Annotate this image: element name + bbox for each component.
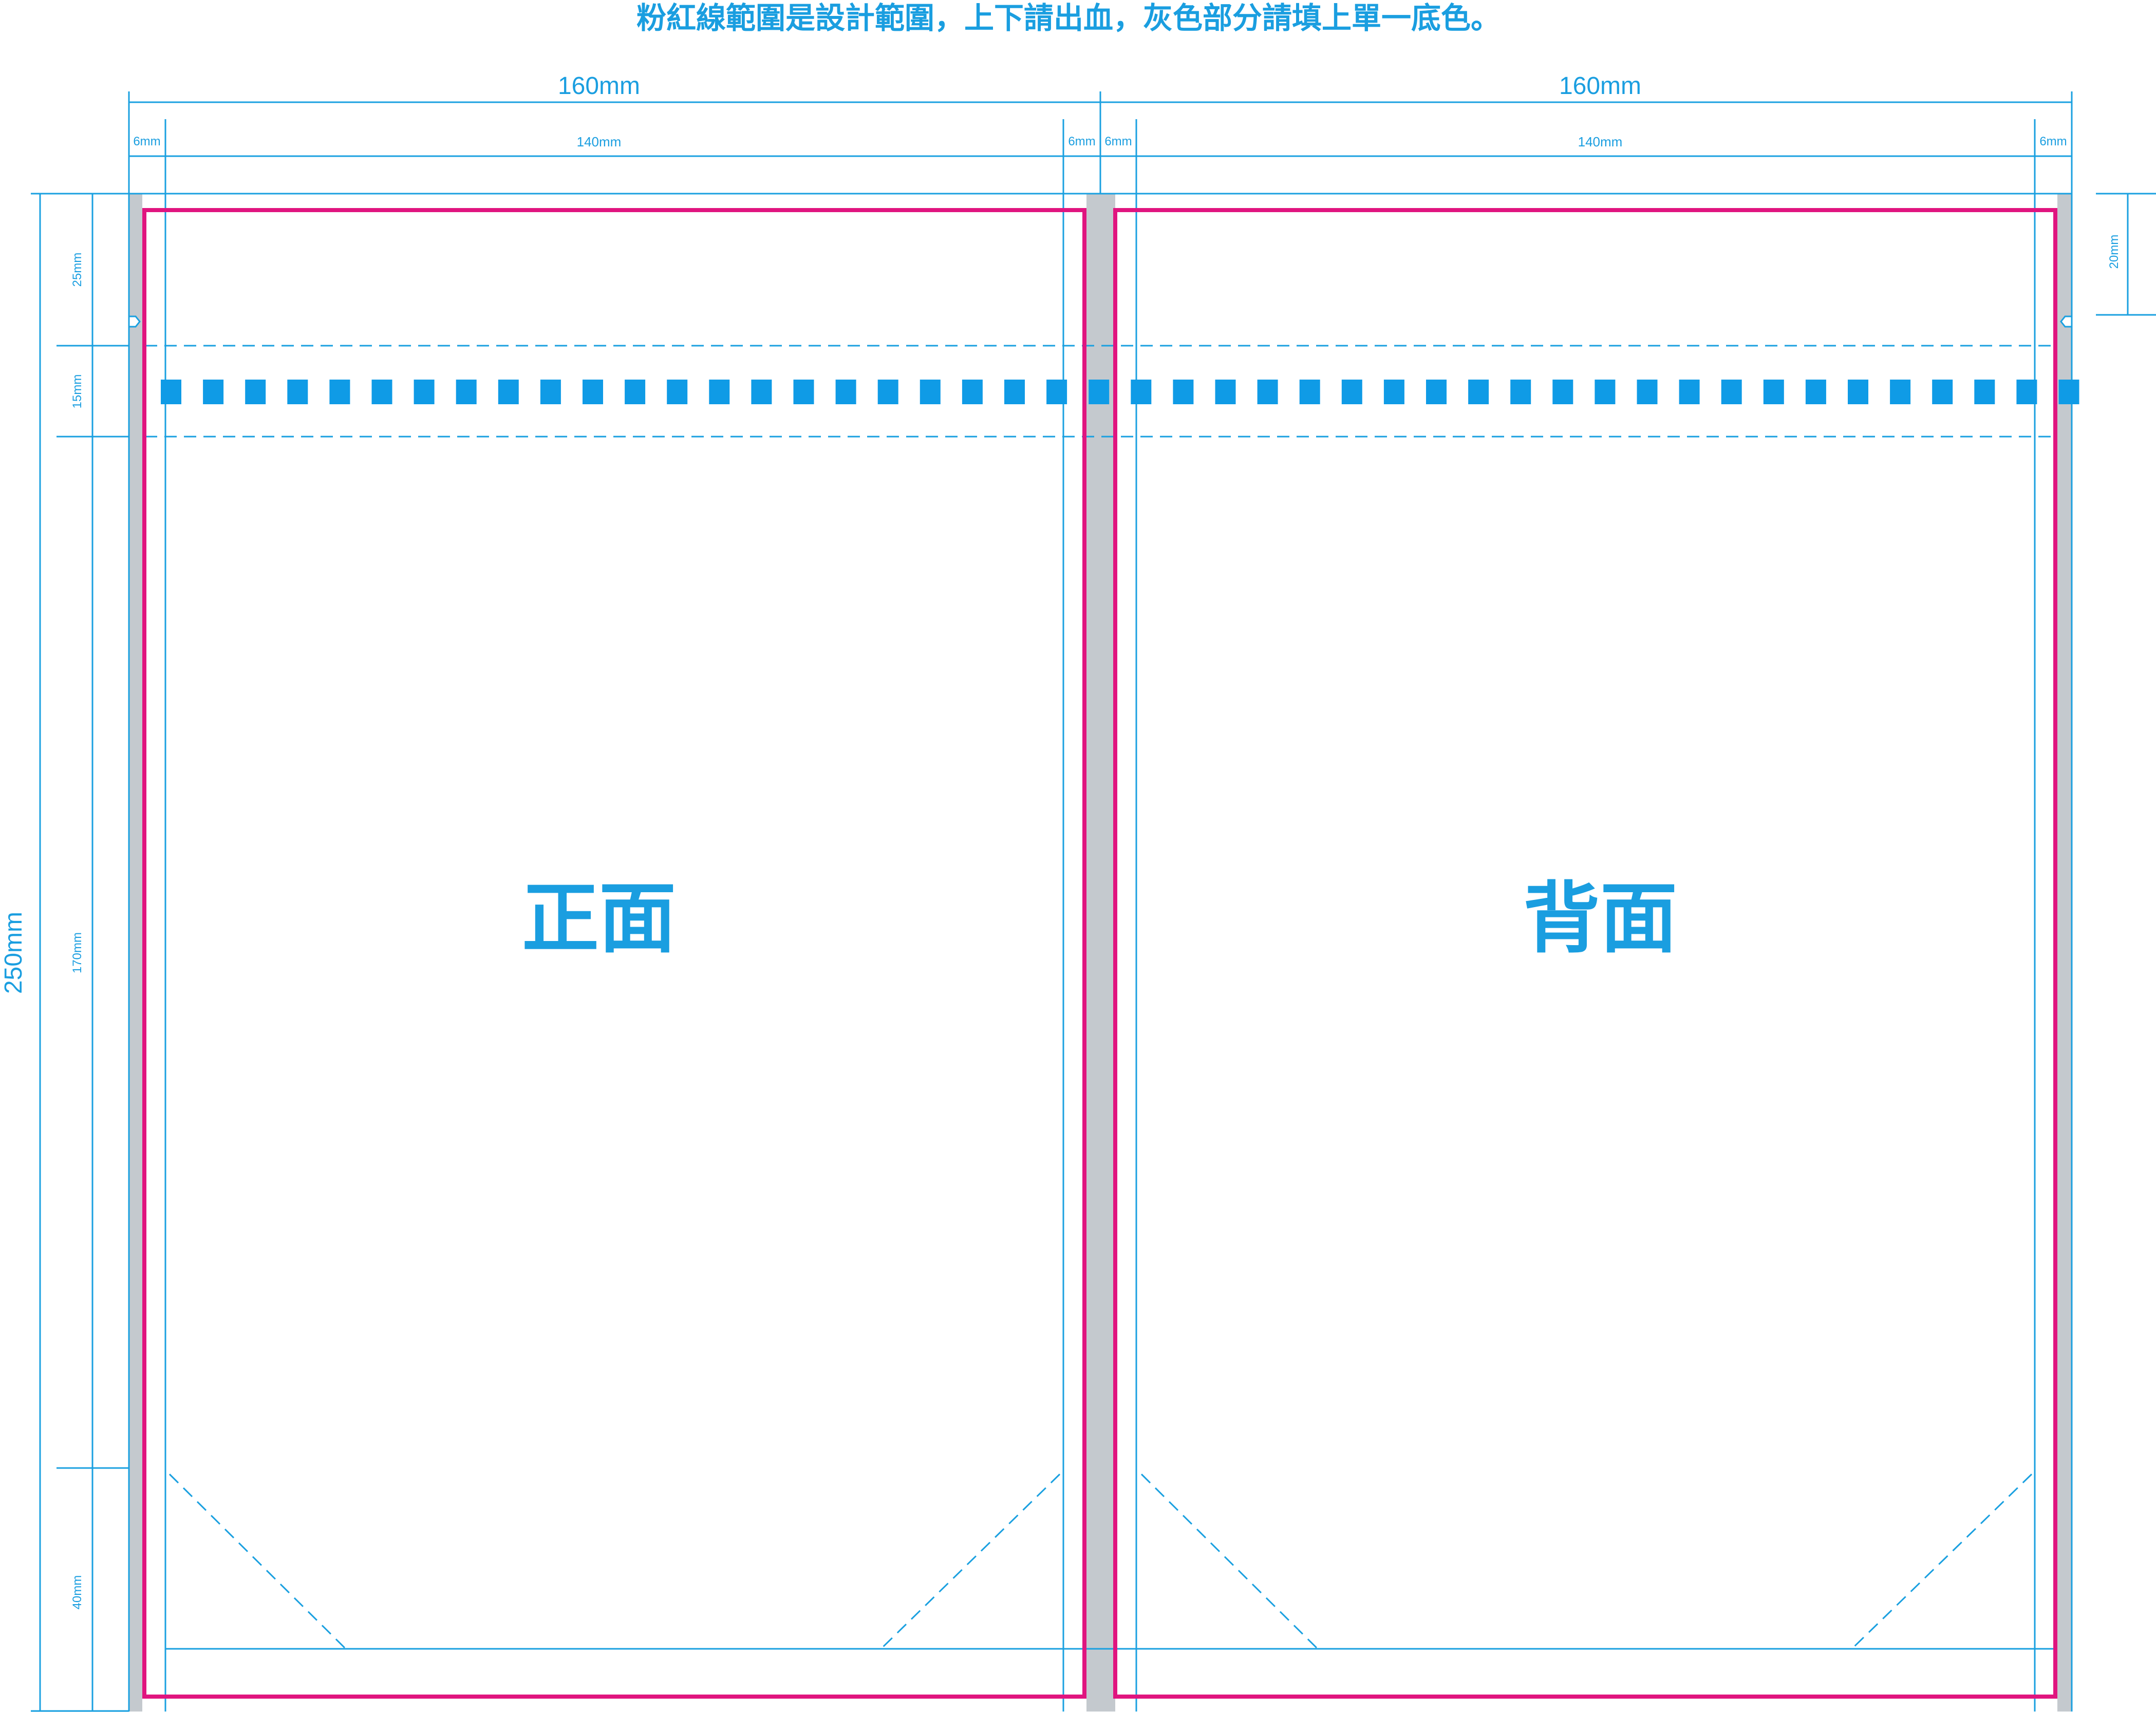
zipper-square: [1131, 380, 1152, 404]
design-areas: [142, 208, 2057, 1699]
zipper-square: [329, 380, 350, 404]
zipper-dashed-lines: [145, 345, 2057, 438]
zipper-track: [161, 380, 2079, 404]
zipper-square: [1848, 380, 1868, 404]
label-inner-width-front: 140mm: [577, 134, 622, 149]
zipper-square: [1805, 380, 1826, 404]
gusset-dashed-diagonals: [168, 1473, 2033, 1650]
zipper-square: [1426, 380, 1447, 404]
zipper-square: [1679, 380, 1700, 404]
instruction-note: 粉紅線範圍是設計範圍，上下請出血，灰色部分請填上單一底色。: [636, 2, 1501, 35]
label-side-margin-3: 6mm: [1104, 135, 1132, 148]
zipper-square: [203, 380, 224, 404]
zipper-square: [1257, 380, 1278, 404]
bleed-strip-center: [1086, 194, 1115, 1711]
zipper-square: [1721, 380, 1742, 404]
hang-hole-markers: [128, 315, 2073, 328]
label-total-height: 250mm: [0, 912, 27, 994]
zipper-square: [1215, 380, 1236, 404]
zipper-square: [1468, 380, 1489, 404]
zipper-square: [877, 380, 898, 404]
gusset-front-left: [168, 1473, 347, 1650]
gusset-back-right: [1851, 1473, 2033, 1650]
gusset-back-left: [1140, 1473, 1319, 1650]
zipper-square: [540, 380, 561, 404]
zipper-square: [1299, 380, 1320, 404]
zipper-square: [287, 380, 308, 404]
zipper-square: [371, 380, 392, 404]
zipper-square: [1341, 380, 1362, 404]
zipper-square: [2058, 380, 2079, 404]
zipper-square: [1089, 380, 1110, 404]
design-area-back: [1113, 208, 2057, 1699]
zipper-square: [1046, 380, 1067, 404]
zipper-square: [161, 380, 181, 404]
zipper-square: [1890, 380, 1911, 404]
zipper-square: [625, 380, 646, 404]
zipper-square: [456, 380, 477, 404]
zipper-square: [667, 380, 688, 404]
zipper-square: [1552, 380, 1573, 404]
panel-label-back: 背面: [1523, 875, 1677, 962]
zipper-square: [1932, 380, 1953, 404]
label-zipper-zone: 15mm: [70, 374, 84, 409]
zipper-square: [498, 380, 519, 404]
zipper-square: [2016, 380, 2037, 404]
gusset-front-right: [880, 1473, 1061, 1650]
bleed-strip-left: [129, 194, 142, 1711]
label-side-margin-4: 6mm: [2039, 135, 2067, 148]
hang-hole-right-icon: [2060, 315, 2073, 328]
zipper-square: [1763, 380, 1784, 404]
zipper-square: [1383, 380, 1404, 404]
zipper-square: [835, 380, 856, 404]
label-side-margin-1: 6mm: [133, 135, 160, 148]
zipper-square: [1595, 380, 1616, 404]
label-width-back: 160mm: [1559, 72, 1641, 100]
zipper-square: [751, 380, 772, 404]
zipper-square: [1637, 380, 1658, 404]
label-width-front: 160mm: [558, 72, 640, 100]
zipper-square: [245, 380, 266, 404]
label-bottom-zone: 40mm: [70, 1575, 84, 1610]
bleed-strips: [129, 194, 2072, 1711]
zipper-square: [583, 380, 603, 404]
zipper-square: [1974, 380, 1995, 404]
panel-label-front: 正面: [522, 875, 676, 962]
label-inner-width-back: 140mm: [1578, 134, 1623, 149]
zipper-square: [793, 380, 814, 404]
zipper-square: [1510, 380, 1531, 404]
zipper-square: [920, 380, 941, 404]
label-body-zone: 170mm: [70, 932, 84, 973]
bleed-strip-right: [2057, 194, 2072, 1711]
zipper-square: [962, 380, 983, 404]
zipper-square: [1173, 380, 1194, 404]
zipper-square: [709, 380, 730, 404]
zipper-square: [1004, 380, 1025, 404]
label-side-margin-2: 6mm: [1068, 135, 1095, 148]
guide-lines: [31, 91, 2156, 1712]
label-top-zone: 25mm: [70, 253, 84, 287]
design-area-front: [142, 208, 1086, 1699]
hang-hole-left-icon: [128, 315, 141, 328]
zipper-square: [414, 380, 435, 404]
label-hang-hole-zone: 20mm: [2107, 235, 2121, 269]
